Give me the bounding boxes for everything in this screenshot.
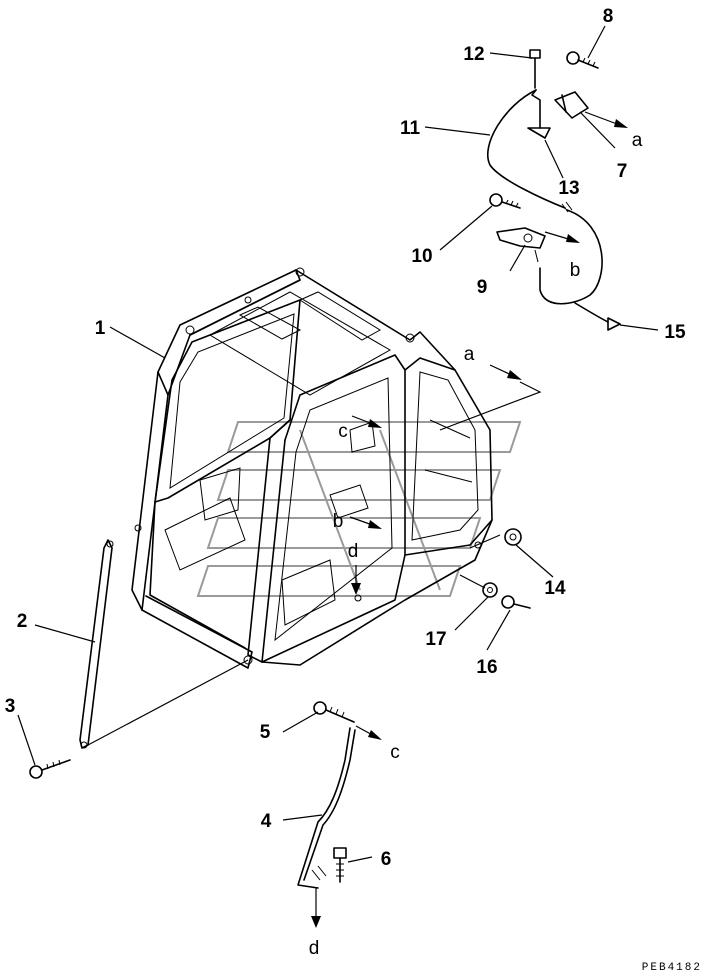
- leader-lines: [17, 25, 659, 863]
- nut-17: [482, 582, 498, 598]
- bolt-5: [313, 701, 355, 723]
- watermark-logo: [196, 421, 522, 597]
- cab-frame: [131, 267, 493, 669]
- switch-9: [496, 227, 546, 263]
- callout-4: 4: [261, 811, 272, 832]
- connector-7: [554, 91, 589, 119]
- bolt-6: [333, 847, 347, 883]
- letter-b-upper: b: [570, 260, 581, 281]
- document-id: PEB4182: [642, 962, 702, 974]
- arrow-a-upper: [584, 111, 628, 128]
- arrow-b-upper: [544, 231, 580, 243]
- clip-13: [527, 89, 551, 139]
- arrow-a-cab: [439, 364, 542, 431]
- letter-a-cab: a: [464, 344, 475, 365]
- bolt-3: [29, 759, 71, 779]
- letter-d-lower: d: [309, 938, 320, 959]
- callout-16: 16: [476, 657, 497, 678]
- letter-d-cab: d: [348, 541, 359, 562]
- callout-2: 2: [17, 611, 28, 632]
- callout-14: 14: [544, 578, 566, 599]
- bolt-16: [501, 595, 531, 609]
- callout-6: 6: [381, 849, 392, 870]
- bolt-10: [489, 193, 521, 209]
- callout-8: 8: [603, 6, 614, 27]
- assembly-line-2: [87, 659, 249, 746]
- letter-a-upper: a: [632, 130, 643, 151]
- callout-9: 9: [477, 277, 488, 298]
- letter-b-cab: b: [333, 511, 344, 532]
- callout-1: 1: [95, 318, 106, 339]
- callout-3: 3: [5, 696, 16, 717]
- callout-7: 7: [617, 161, 628, 182]
- arrow-d-cab: [351, 565, 361, 595]
- nut-14: [504, 528, 522, 546]
- arrow-b-cab: [349, 516, 382, 529]
- arrow-d-lower: [311, 888, 321, 928]
- screw-12: [529, 49, 541, 89]
- callout-11: 11: [400, 118, 421, 139]
- terminal-15: [607, 317, 621, 331]
- callout-10: 10: [411, 246, 432, 267]
- harness-4: [297, 727, 356, 889]
- assembly-line-17: [459, 574, 486, 589]
- callout-5: 5: [260, 722, 271, 743]
- callout-15: 15: [664, 322, 686, 343]
- arrow-c-lower: [355, 725, 382, 740]
- callout-13: 13: [558, 178, 579, 199]
- harness-11: [487, 89, 609, 323]
- letter-c-cab: c: [338, 421, 348, 442]
- bracket-2: [79, 539, 114, 749]
- arrow-c-cab: [351, 415, 382, 428]
- letter-c-lower: c: [390, 742, 400, 763]
- callout-17: 17: [425, 629, 446, 650]
- assembly-line-14: [469, 534, 501, 549]
- callout-12: 12: [463, 44, 484, 65]
- bolt-8: [566, 51, 599, 69]
